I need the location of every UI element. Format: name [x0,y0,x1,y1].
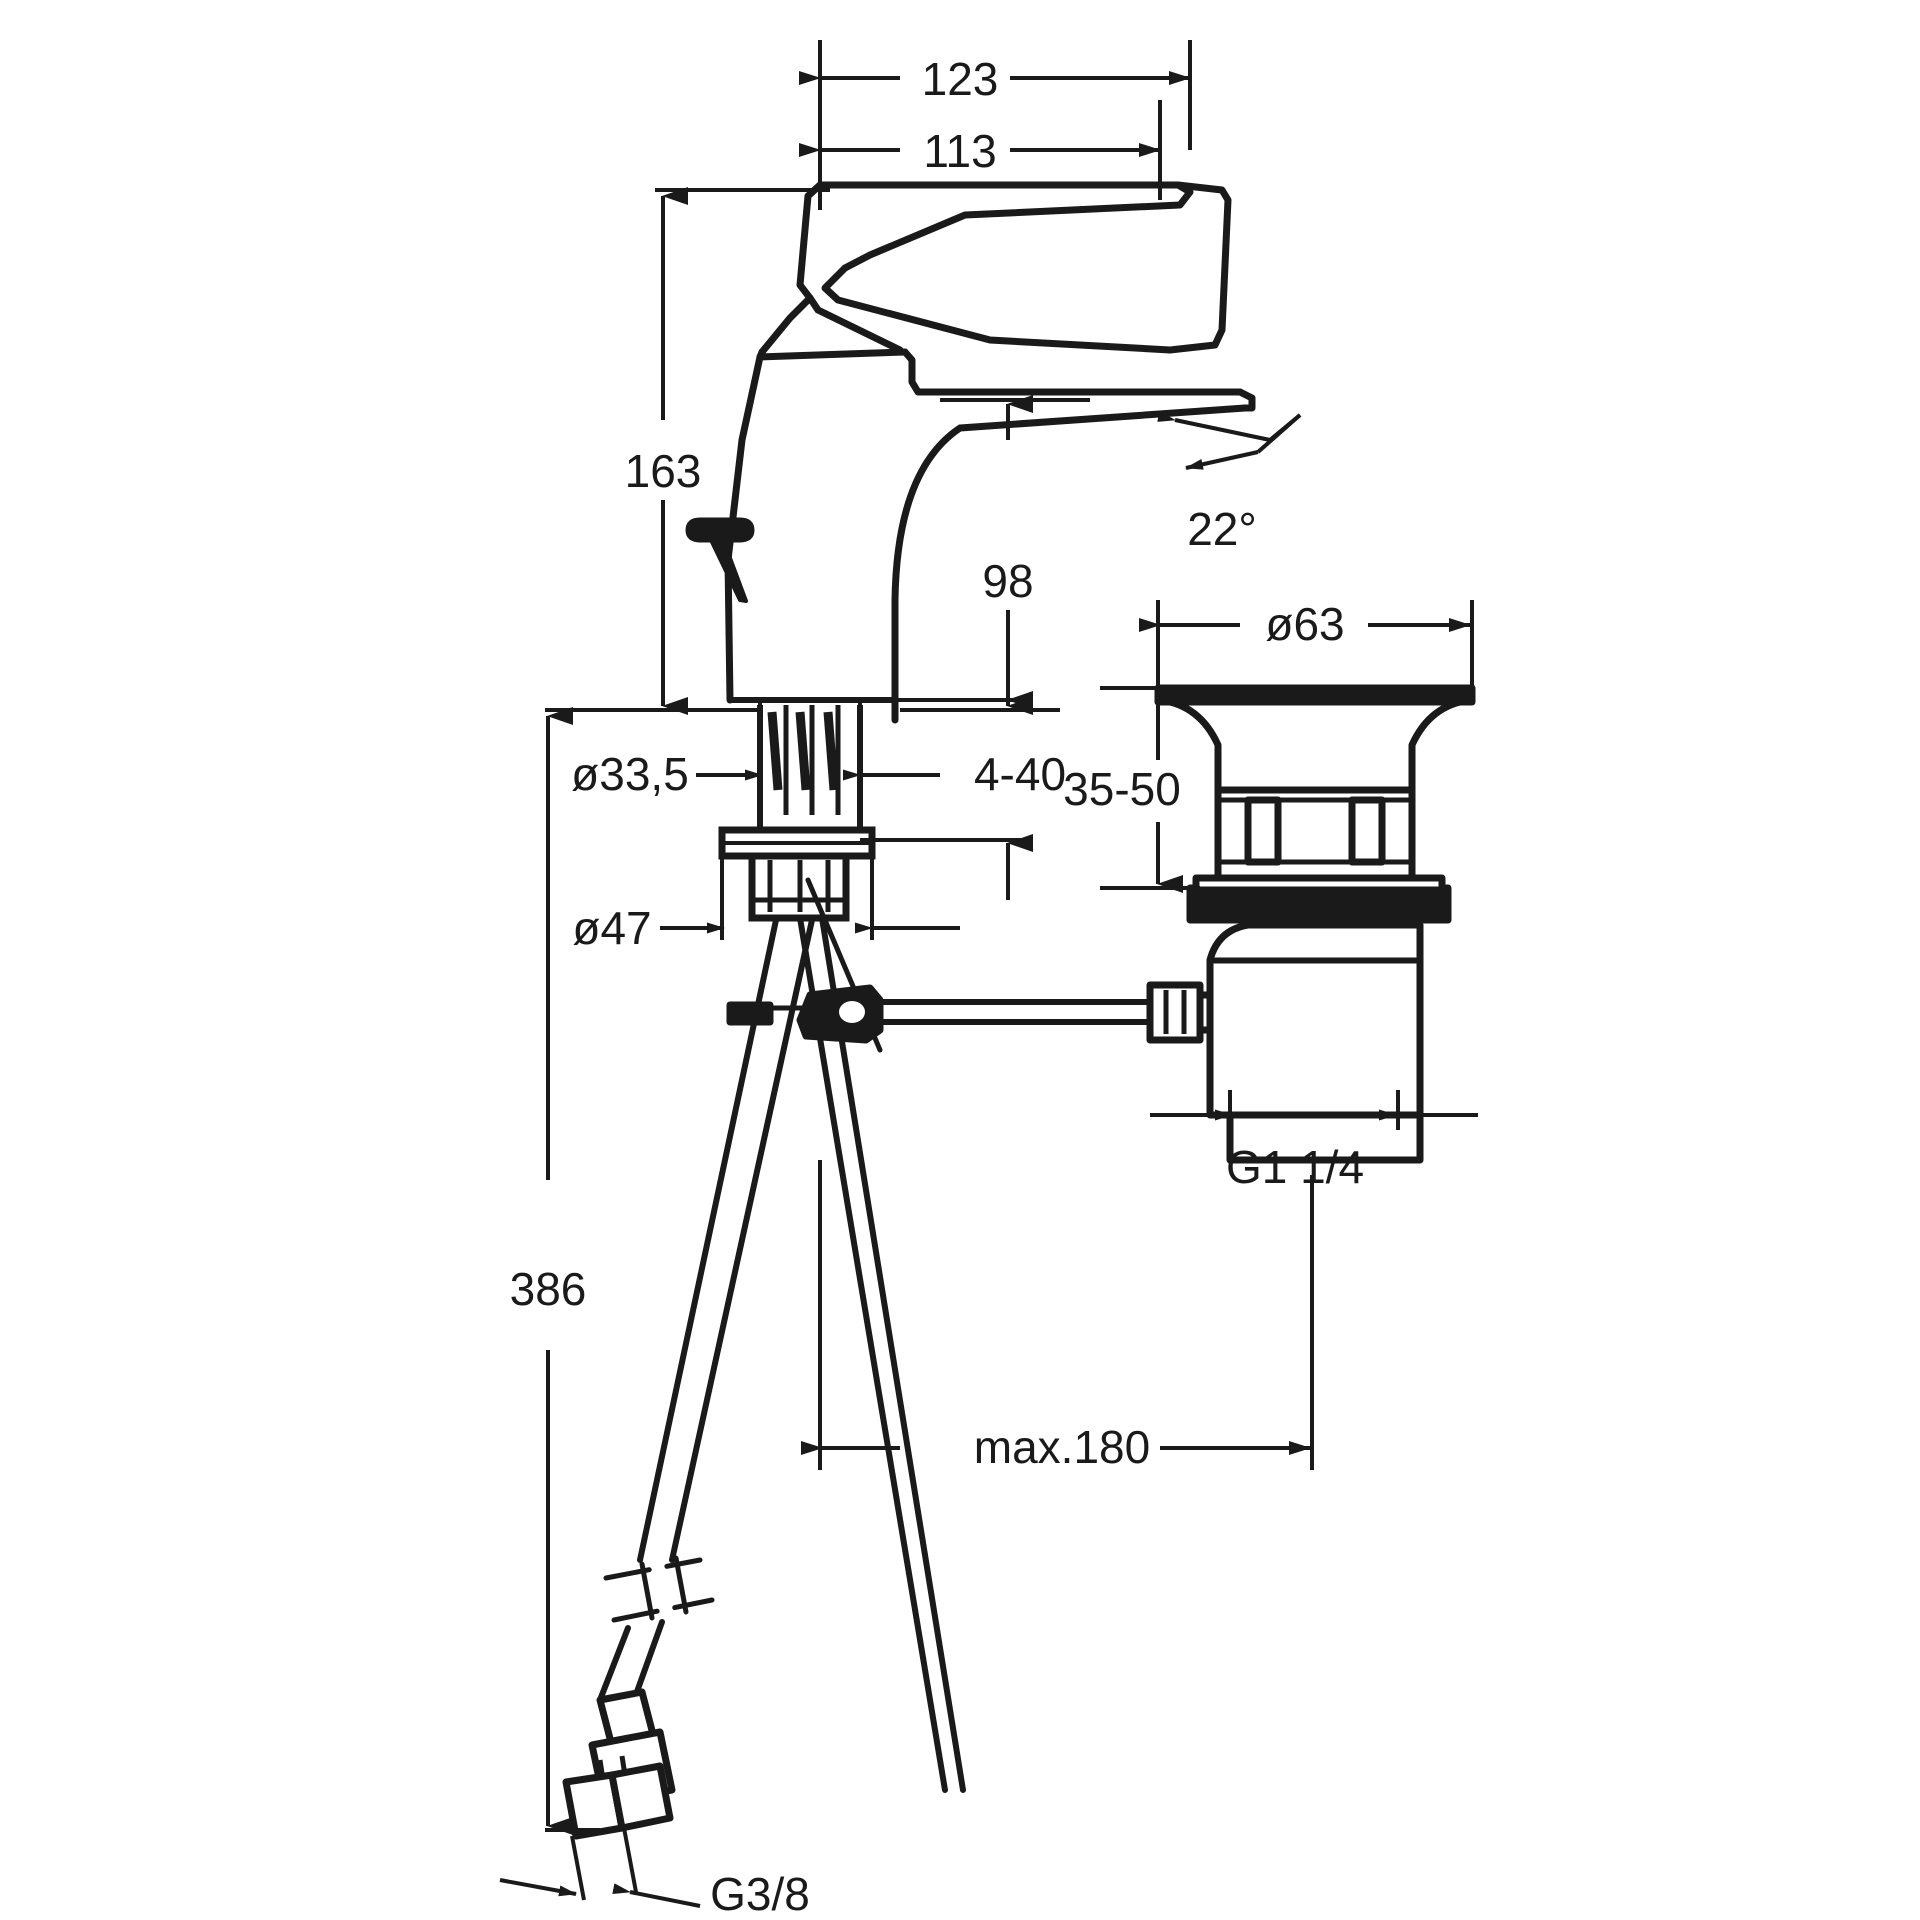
label-inlet-thread: G3/8 [710,1868,810,1920]
popup-waste-linkage [726,984,1150,1044]
lift-rod-lower-right [819,915,966,1793]
waste-slot-right [1348,796,1386,866]
label-overall-width: 123 [922,53,999,105]
ext-g38-left [570,1835,586,1901]
hose-shade-a [767,711,783,791]
hose-left-inner [669,917,815,1563]
body-neck-underside [756,348,909,361]
ext-g38-right [622,1827,638,1893]
lever-handle-end [1166,181,1232,354]
popup-waste-body [1146,684,1476,1164]
connector-hex-right [608,1762,674,1832]
label-waste-height-range: 35-50 [1063,763,1181,815]
linkage-pivot-hole [833,995,871,1029]
hose-tail-right [631,1619,665,1703]
dimension-lines [499,40,1478,1908]
label-waste-flange-diameter: ø63 [1265,598,1344,650]
spout-underside-curve [891,404,1249,724]
spout-top [901,348,1244,396]
lift-rod-lower-left [797,915,948,1793]
lift-rod-upper [710,540,748,603]
dim-arrow-22-left [1157,411,1271,442]
label-base-diameter: ø47 [572,902,651,954]
dim-arrow-22-lower [1185,450,1259,470]
label-spout-height: 98 [982,555,1033,607]
g38-connector-nut [562,1688,676,1840]
waste-barrel-shoulder [1206,921,1424,962]
label-linkage-max: max.180 [974,1421,1150,1473]
hose-shade-c [823,711,839,791]
flexible-supply-hoses [597,877,966,1793]
waste-cap-rim [1154,684,1476,706]
label-spout-reach: 113 [923,125,996,177]
label-waste-thread: G1 1/4 [1226,1141,1364,1193]
hose-shade-b [795,711,811,791]
dim-arrow-g38-left [612,1883,701,1908]
waste-slot-left [1244,796,1282,866]
label-aerator-angle: 22° [1187,503,1257,555]
dim-arrow-g38-right [499,1878,577,1897]
waste-barrel-lower [1226,1111,1424,1164]
aerator-tip [1236,388,1256,412]
label-overall-height: 163 [625,445,702,497]
waste-gland [1146,981,1204,1044]
dimension-labels: 123 113 163 98 22° ø33,5 4-40 ø47 386 G3… [510,53,1364,1920]
label-shank-diameter: ø33,5 [571,748,689,800]
body-shoulder [806,294,904,354]
dim-leader-22-diag [1256,413,1302,454]
hose-tail-left [597,1625,631,1703]
hose-left-outer [637,917,779,1563]
mounting-shank-assembly [718,705,876,922]
lever-handle-underside [821,264,1174,354]
hose-break-upper [603,1557,703,1581]
break-tick-b [673,1555,689,1615]
basin-mixer-side-view [685,181,1256,724]
lift-rod-knob [685,517,755,543]
label-total-length: 386 [510,1263,587,1315]
linkage-end-pin [726,1001,774,1026]
break-tick-a [639,1561,655,1621]
hose-break-lower [611,1597,715,1623]
label-deck-thickness: 4-40 [974,748,1066,800]
body-left-taper [724,353,764,704]
waste-barrel [1206,956,1424,1119]
